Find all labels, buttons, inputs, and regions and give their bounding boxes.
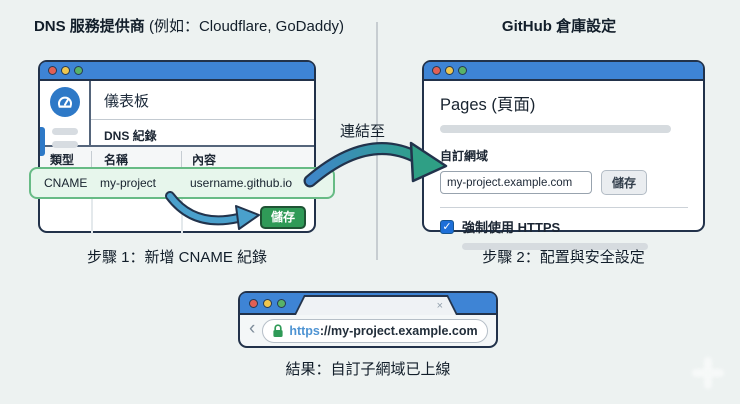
dns-section-title-main: DNS 服務提供商 bbox=[33, 18, 145, 35]
sidebar-item-placeholder[interactable] bbox=[52, 141, 78, 148]
section-divider bbox=[376, 22, 378, 260]
dns-provider-window: 儀表板 DNS 紀錄 類型 名稱 內容 儲存 bbox=[38, 60, 316, 234]
step1-caption: 步驟 1：新增 CNAME 紀錄 bbox=[86, 249, 267, 266]
dns-window-titlebar bbox=[40, 62, 314, 81]
dns-records-nav-item[interactable]: DNS 紀錄 bbox=[104, 129, 157, 143]
traffic-light-green-icon[interactable] bbox=[74, 66, 83, 75]
github-settings-window: Pages (頁面) 自訂網域 儲存 ✓ 強制使用 HTTPS bbox=[422, 60, 705, 250]
url-rest: ://my-project.example.com bbox=[319, 323, 478, 338]
traffic-light-red-icon[interactable] bbox=[48, 66, 57, 75]
browser-tab[interactable]: × bbox=[294, 295, 458, 315]
dns-section-title: DNS 服務提供商 (例如：Cloudflare, GoDaddy) bbox=[0, 15, 378, 36]
sidebar-active-indicator bbox=[40, 127, 45, 156]
url-text: https://my-project.example.com bbox=[289, 324, 477, 338]
step2-caption: 步驟 2：配置與安全設定 bbox=[482, 249, 645, 266]
cname-record-content: username.github.io bbox=[190, 176, 293, 190]
browser-titlebar: × bbox=[240, 293, 496, 315]
dns-provider-logo-icon bbox=[49, 87, 80, 117]
traffic-light-red-icon[interactable] bbox=[249, 298, 258, 308]
github-section-title: GitHub 倉庫設定 bbox=[501, 18, 617, 35]
column-divider bbox=[91, 172, 93, 234]
dashboard-title: 儀表板 bbox=[104, 93, 150, 110]
sidebar-item-placeholder[interactable] bbox=[52, 128, 78, 135]
traffic-light-green-icon[interactable] bbox=[458, 66, 467, 75]
force-https-checkbox[interactable]: ✓ bbox=[440, 219, 454, 234]
traffic-light-yellow-icon[interactable] bbox=[263, 298, 272, 308]
custom-domain-input[interactable] bbox=[440, 171, 592, 194]
browser-window: × ‹ https://my-project.example.com bbox=[238, 291, 498, 348]
cname-record-name: my-project bbox=[100, 176, 157, 190]
content-placeholder-bar bbox=[440, 125, 671, 133]
cname-record-row[interactable]: CNAME my-project username.github.io bbox=[29, 167, 335, 199]
url-bar[interactable]: https://my-project.example.com bbox=[262, 318, 488, 343]
settings-divider bbox=[440, 207, 688, 208]
browser-toolbar: ‹ https://my-project.example.com bbox=[240, 315, 496, 346]
check-icon: ✓ bbox=[442, 220, 452, 233]
link-to-label: 連結至 bbox=[340, 123, 386, 140]
dns-table-header-content: 內容 bbox=[192, 152, 217, 167]
url-scheme: https bbox=[289, 323, 320, 338]
dns-save-button[interactable]: 儲存 bbox=[259, 206, 306, 229]
github-save-button[interactable]: 儲存 bbox=[601, 170, 648, 195]
pages-title: Pages (頁面) bbox=[440, 96, 536, 114]
force-https-label: 強制使用 HTTPS bbox=[462, 220, 561, 235]
dns-sidebar bbox=[40, 81, 91, 156]
sparkle-watermark-icon bbox=[692, 357, 724, 389]
tab-close-icon[interactable]: × bbox=[436, 300, 443, 312]
dns-section-title-note: (例如：Cloudflare, GoDaddy) bbox=[144, 18, 345, 35]
result-caption: 結果：自訂子網域已上線 bbox=[285, 361, 451, 378]
github-window-titlebar bbox=[424, 62, 703, 81]
traffic-light-yellow-icon[interactable] bbox=[61, 66, 70, 75]
dns-table-header-name: 名稱 bbox=[92, 150, 182, 168]
cname-record-type: CNAME bbox=[44, 176, 88, 190]
traffic-light-red-icon[interactable] bbox=[432, 66, 441, 75]
dashboard-divider bbox=[91, 119, 314, 120]
dns-table-header-type: 類型 bbox=[40, 150, 92, 168]
traffic-light-yellow-icon[interactable] bbox=[445, 66, 454, 75]
content-placeholder-bar bbox=[462, 243, 648, 250]
custom-domain-label: 自訂網域 bbox=[440, 149, 489, 163]
back-icon[interactable]: ‹ bbox=[249, 318, 256, 339]
traffic-light-green-icon[interactable] bbox=[277, 298, 286, 308]
lock-icon bbox=[273, 323, 283, 337]
